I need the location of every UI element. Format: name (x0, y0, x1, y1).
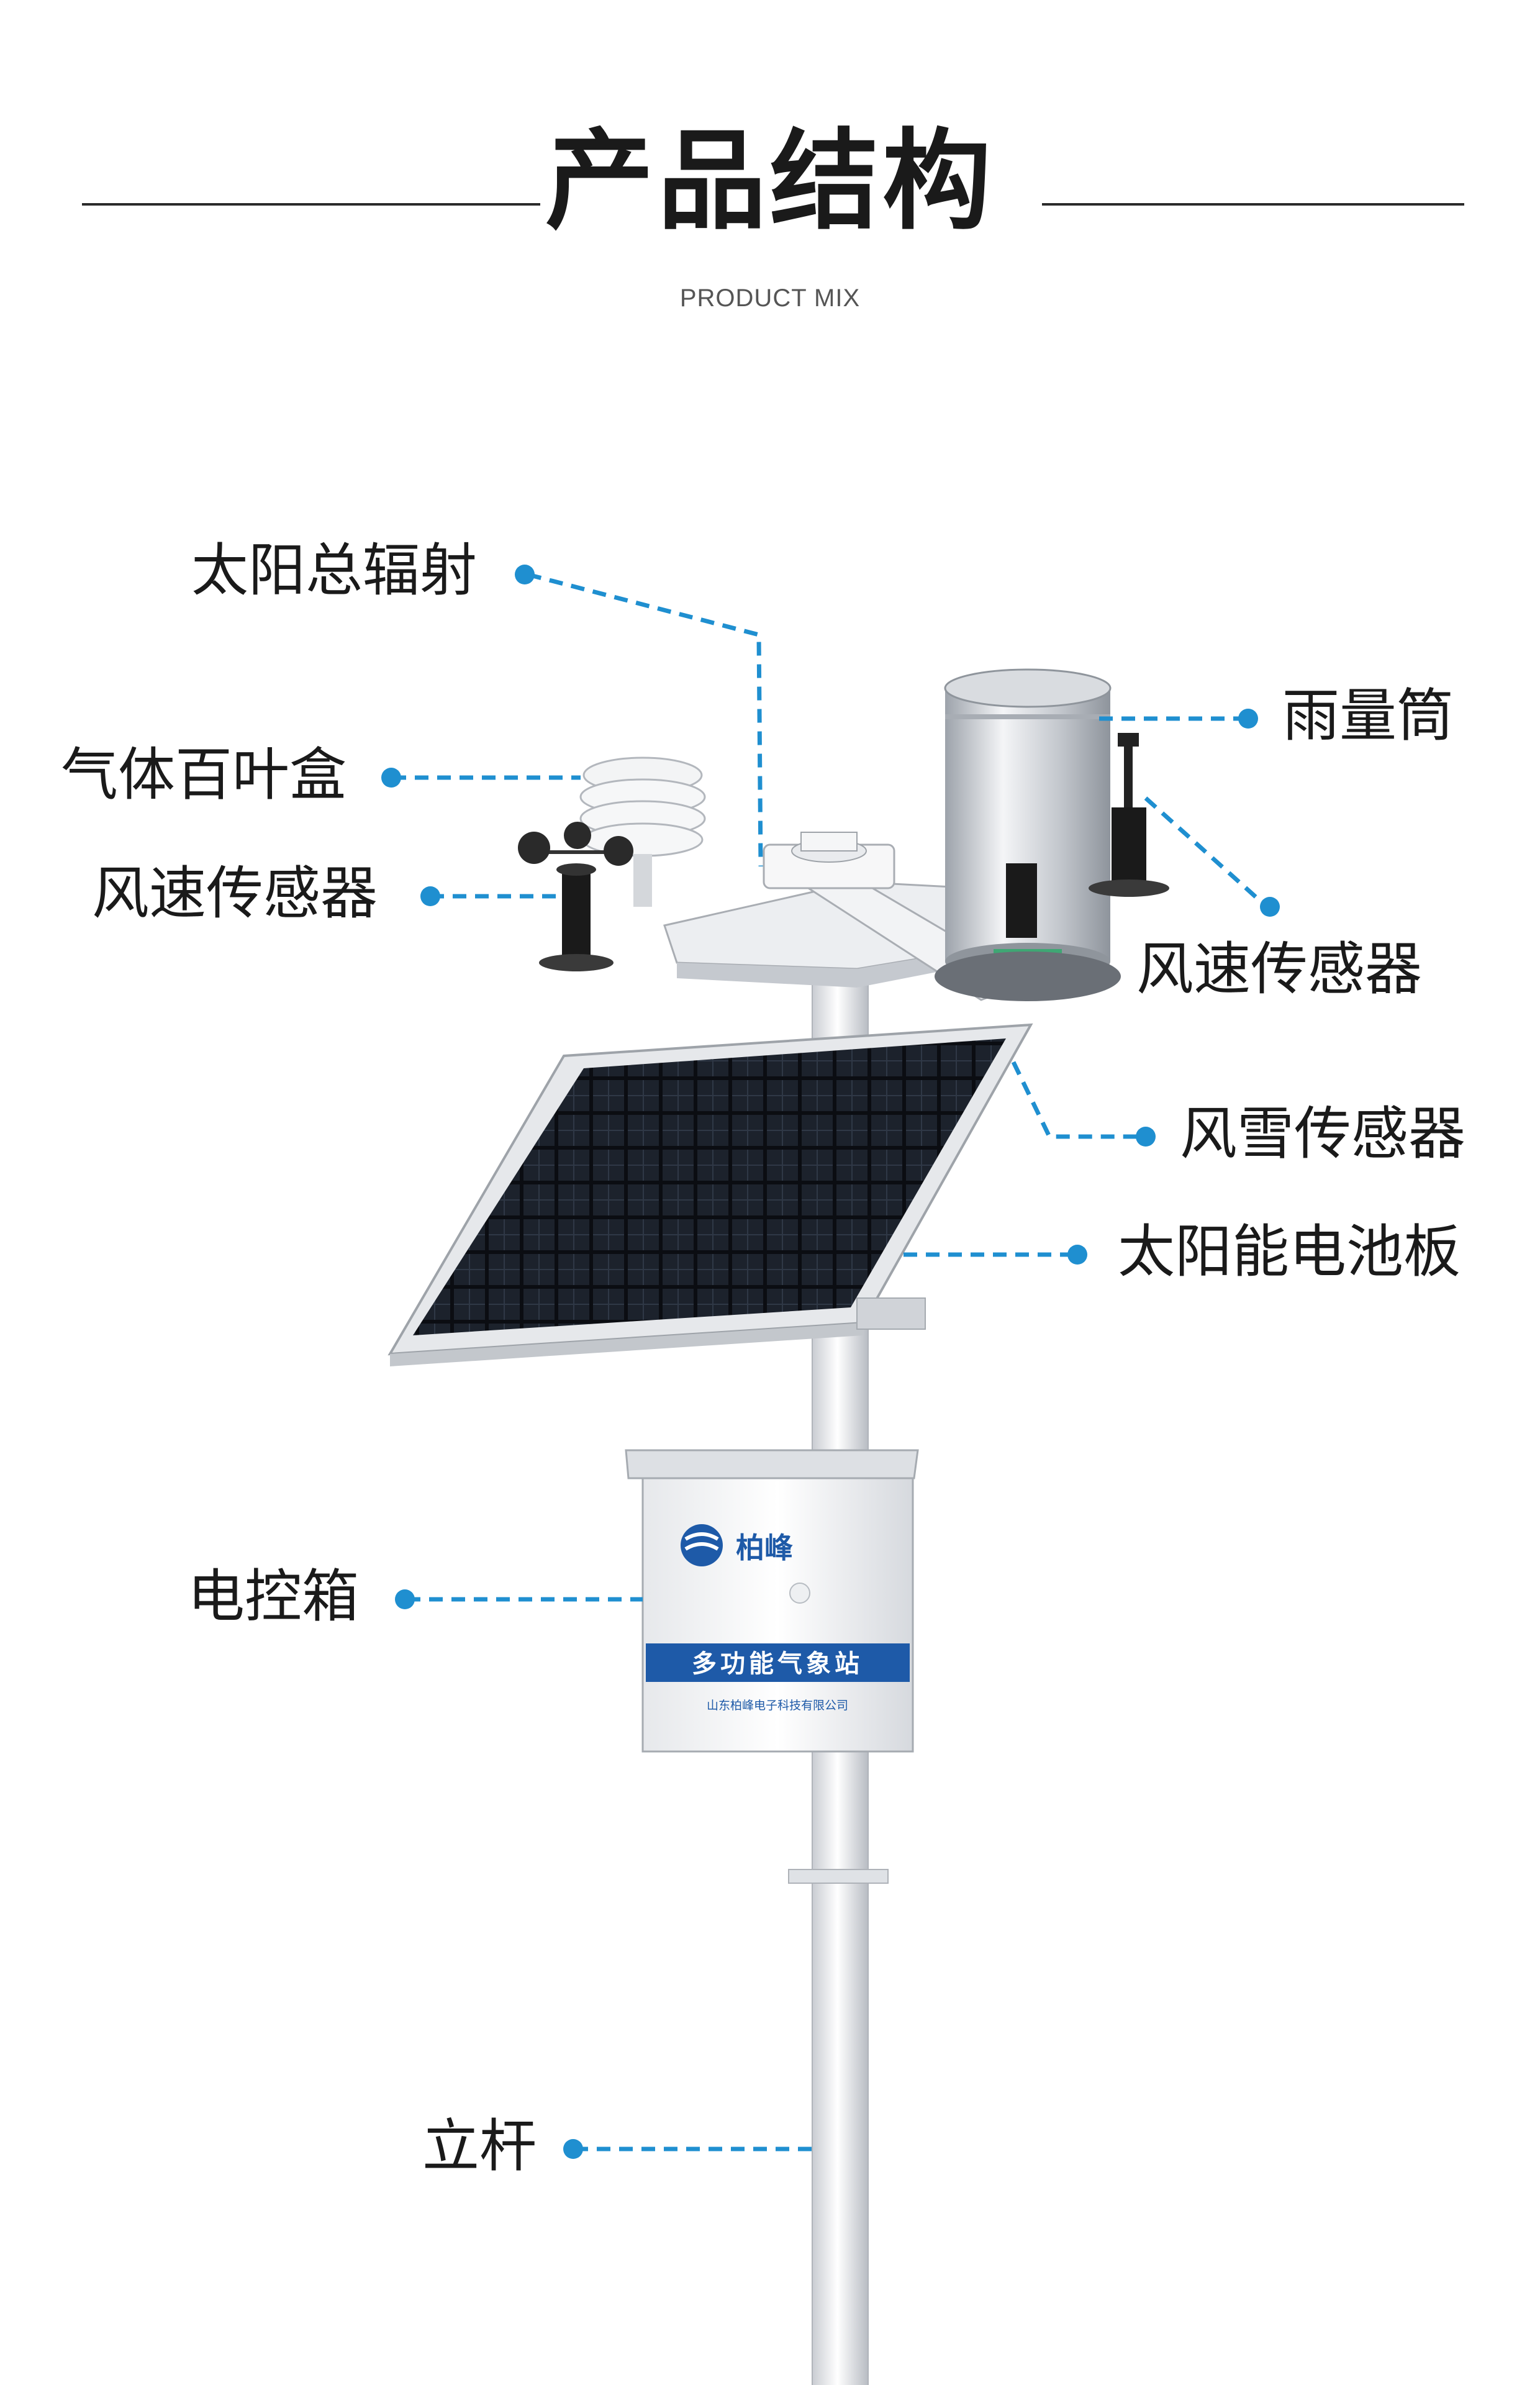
label-solar-radiation: 太阳总辐射 (191, 542, 477, 599)
label-solar-panel: 太阳能电池板 (1118, 1224, 1461, 1281)
label-louver-box: 气体百叶盒 (61, 747, 346, 804)
label-rain-gauge: 雨量筒 (1282, 688, 1454, 745)
label-rain-snow: 风雪传感器 (1180, 1106, 1465, 1163)
label-pole: 立杆 (422, 2118, 537, 2175)
rain-gauge (935, 670, 1121, 1001)
solar-panel (390, 1025, 1031, 1366)
box-station-name: 多功能气象站 (692, 1650, 863, 1678)
louver-box (581, 758, 705, 907)
box-brand: 柏峰 (736, 1531, 793, 1565)
label-wind-speed-right: 风速传感器 (1136, 941, 1422, 998)
solar-radiation-sensor (792, 832, 866, 862)
wind-speed-sensor-left (518, 822, 633, 971)
label-control-box: 电控箱 (188, 1568, 359, 1625)
box-company: 山东柏峰电子科技有限公司 (707, 1699, 848, 1712)
label-wind-speed-left: 风速传感器 (92, 865, 378, 922)
